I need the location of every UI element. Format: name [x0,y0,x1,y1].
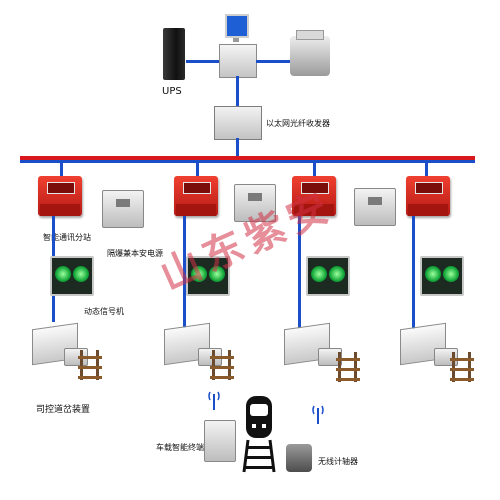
ups-device [163,28,185,80]
rail-track-4 [450,352,474,382]
station3-link-signal [298,216,301,336]
station1-link-switch [52,296,55,322]
train-icon [242,394,276,474]
rail-track-2 [210,350,234,380]
smart-station-3 [292,176,336,216]
vehicle-terminal-label: 车载智能终端 [156,443,204,452]
dynamic-signal-1 [50,256,94,296]
computer-monitor [225,14,249,38]
dynamic-signal-4 [420,256,464,296]
smart-station-2 [174,176,218,216]
bus-drop-3 [313,163,316,177]
ethernet-fiber-converter [214,106,262,140]
dynamic-signal-3 [306,256,350,296]
bus-line-red [20,156,475,160]
link-pc-printer [256,60,290,63]
station4-link-signal [412,216,415,336]
dynamic-signal-label: 动态信号机 [84,307,124,316]
converter-label: 以太网光纤收发器 [266,119,330,128]
wireless-signal-icon [208,388,220,410]
vehicle-terminal [204,420,236,462]
wireless-axle-counter [286,444,312,472]
link-converter-bus [236,138,239,158]
station1-link-signal [52,216,55,256]
printer [290,36,330,76]
power-supply-1 [102,190,144,228]
ups-label: UPS [162,86,182,97]
rail-track-1 [78,350,102,380]
computer-case [219,44,257,78]
computer-stand [233,38,239,42]
dynamic-signal-2 [186,256,230,296]
rail-track-3 [336,352,360,382]
axle-counter-label: 无线计轴器 [318,457,358,466]
smart-station-label: 智能通讯分站 [43,233,91,242]
bus-drop-4 [425,163,428,177]
printer-tray [296,30,324,40]
power-supply-label: 隔爆兼本安电源 [107,249,163,258]
link-ups-pc [186,60,220,63]
smart-station-4 [406,176,450,216]
station2-link-signal [183,216,186,336]
bus-drop-2 [196,163,199,177]
wireless-signal-icon-2 [312,402,324,424]
bus-drop-1 [60,163,63,177]
bus-line-blue [20,160,475,163]
power-supply-3 [354,188,396,226]
smart-station-1 [38,176,82,216]
switch-box-3 [318,348,342,366]
switch-label: 司控道岔装置 [36,405,91,415]
power-supply-2 [234,184,276,222]
link-pc-converter [236,76,239,106]
